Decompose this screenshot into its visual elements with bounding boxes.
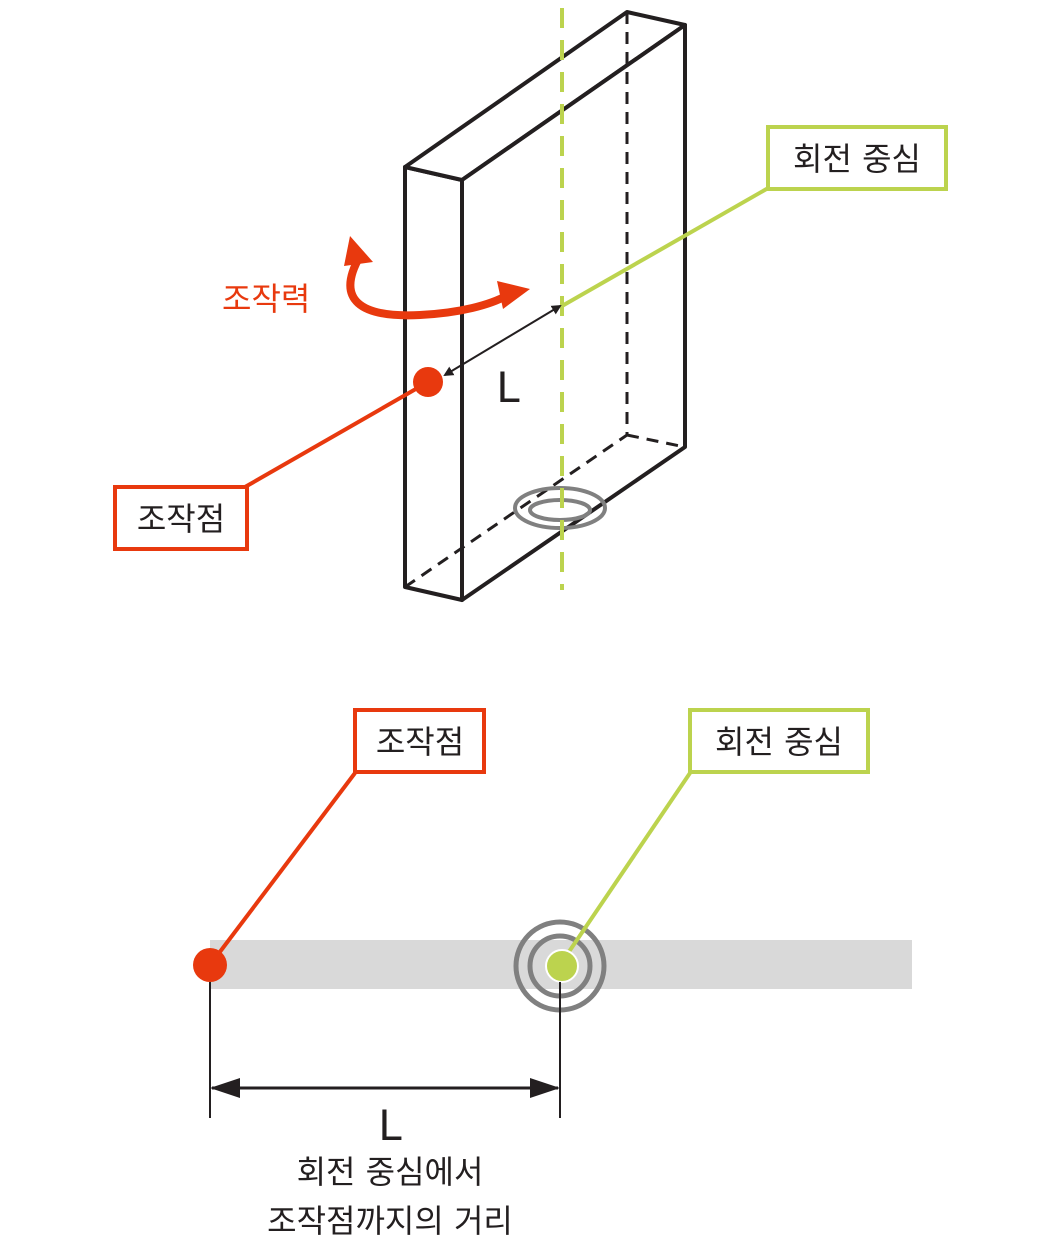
action-point-dot-top bbox=[413, 367, 443, 397]
rotation-center-dot-bottom bbox=[545, 949, 579, 983]
force-arrow-icon bbox=[344, 236, 530, 320]
rotation-center-label-top: 회전 중심 bbox=[793, 140, 921, 178]
force-label: 조작력 bbox=[222, 280, 310, 318]
distance-label-top: L bbox=[496, 363, 520, 412]
caption-line-2: 조작점까지의 거리 bbox=[267, 1202, 513, 1240]
action-point-leader-top bbox=[244, 380, 429, 489]
door-slab-3d bbox=[403, 10, 687, 602]
action-point-leader-bottom bbox=[208, 771, 357, 967]
action-point-label-top: 조작점 bbox=[137, 500, 225, 538]
rotation-center-leader-top bbox=[561, 185, 771, 308]
rotation-center-label-bottom: 회전 중심 bbox=[715, 723, 843, 761]
rotation-center-box-top bbox=[766, 125, 948, 191]
distance-arrow-top bbox=[443, 304, 562, 377]
distance-label-bottom: L bbox=[378, 1101, 402, 1150]
action-point-box-bottom bbox=[353, 708, 486, 774]
rotation-center-leader-bottom bbox=[558, 771, 692, 967]
caption-line-1: 회전 중심에서 bbox=[297, 1153, 484, 1191]
action-point-label-bottom: 조작점 bbox=[376, 723, 464, 761]
rotation-center-box-bottom bbox=[688, 708, 870, 774]
action-point-box-top bbox=[113, 485, 249, 551]
action-point-dot-bottom bbox=[193, 948, 227, 982]
